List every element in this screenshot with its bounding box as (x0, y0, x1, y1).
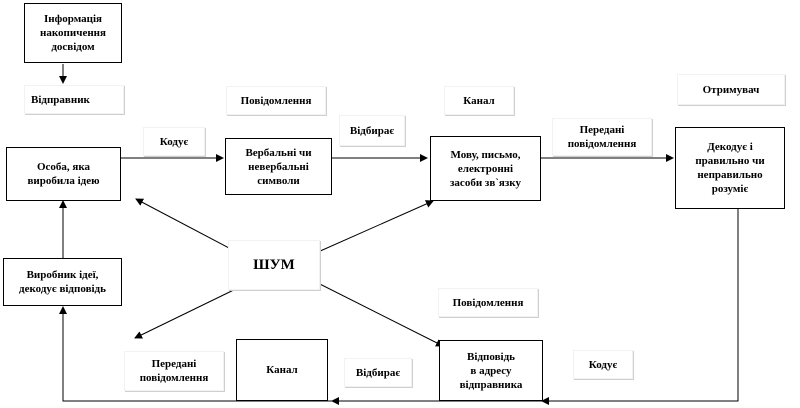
person-box: Особа, яка виробила ідею (6, 147, 121, 201)
encodes-bottom-label: Кодує (573, 350, 633, 379)
selects-top-label: Відбирає (339, 115, 405, 146)
noise-arrow-to-bottom-left (134, 283, 247, 339)
encodes-top-label: Кодує (143, 127, 205, 156)
decodes-box: Декодує і правильно чи неправильно розум… (675, 127, 785, 209)
noise-label: ШУМ (228, 240, 320, 290)
message-label: Повідомлення (226, 86, 326, 115)
selects-bottom-label: Відбирає (344, 358, 412, 387)
reply-box: Відповідь в адресу відправника (439, 340, 543, 401)
media-box: Мову, письмо, електронні засоби зв`язку (430, 136, 541, 201)
producer-box: Виробник ідеї, декодує відповідь (3, 258, 122, 306)
noise-arrow-to-media (317, 200, 434, 253)
channel-bottom-box: Канал (236, 339, 328, 401)
transmitted-top-label: Передані повідомлення (552, 118, 652, 156)
sender-label: Відправник (24, 85, 124, 114)
channel-label: Канал (444, 86, 514, 115)
feedback-loop-line (59, 209, 739, 402)
symbols-box: Вербальні чи невербальні символи (225, 138, 332, 195)
noise-arrow-to-reply (295, 271, 444, 347)
receiver-label: Отримувач (677, 74, 785, 105)
message-bottom-label: Повідомлення (438, 288, 538, 317)
transmitted-bottom-label: Передані повідомлення (124, 351, 224, 391)
info-box: Інформація накопичення досвідом (24, 3, 122, 63)
